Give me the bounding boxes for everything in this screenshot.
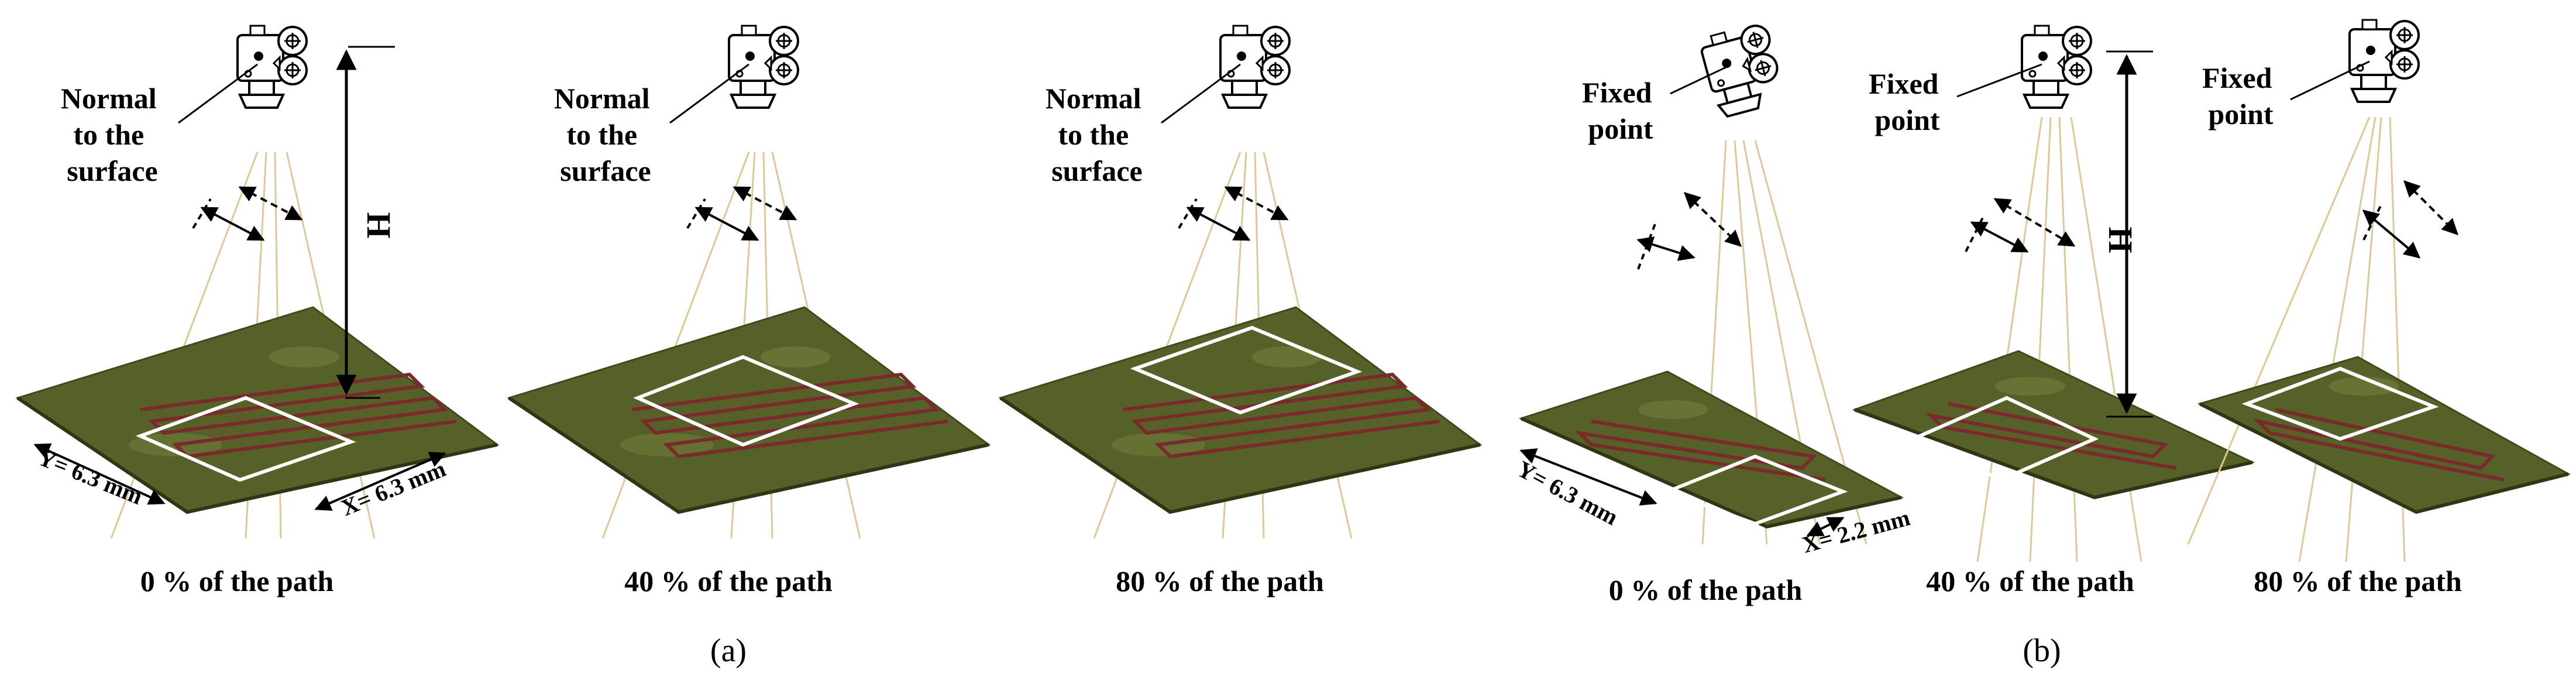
caption: 40 % of the path	[1926, 565, 2134, 597]
caption: 0 % of the path	[140, 565, 334, 597]
scan-window	[633, 355, 859, 447]
panel-a-view-3: Normal to the surface 80 % of the path	[998, 25, 1483, 597]
height-label: H	[2102, 226, 2140, 253]
callout: Normal to the surface	[61, 82, 164, 187]
scan-path	[1925, 402, 2177, 470]
scan-window	[1130, 325, 1363, 415]
light-rays	[1976, 116, 2142, 562]
surface-plane	[998, 306, 1483, 513]
camera-icon	[1697, 20, 1788, 120]
view-direction-arrows	[192, 186, 303, 241]
scan-path	[1123, 372, 1440, 459]
callout-line	[2290, 60, 2370, 101]
camera-icon	[236, 25, 308, 109]
light-rays	[2187, 116, 2406, 562]
panel-a-view-2: Normal to the surface 40 % of the path	[507, 25, 991, 597]
view-direction-arrows	[2362, 180, 2458, 259]
callout: Normal to the surface	[1045, 82, 1148, 187]
camera-icon	[1219, 25, 1291, 109]
callout: Fixed point	[1869, 67, 1946, 136]
scan-window	[1908, 396, 2099, 482]
surface-plane	[507, 306, 991, 513]
view-direction-arrows	[686, 186, 797, 241]
panel-b-view-1: Fixed point Y= 6.3 mm X= 2.2 mm 0 % of t…	[1513, 20, 1913, 606]
scan-path	[2252, 408, 2505, 482]
callout: Fixed point	[2202, 61, 2279, 130]
panel-a-view-1: Normal to the surface H Y= 6.3 mm X= 6.3…	[15, 25, 500, 597]
callout-line	[1670, 66, 1726, 95]
panel-label-a: (a)	[710, 633, 747, 669]
scan-window	[2241, 366, 2439, 441]
scan-window	[1662, 454, 1848, 526]
height-dimension: H	[2102, 50, 2153, 418]
callout: Fixed point	[1582, 76, 1659, 145]
callout-line	[669, 63, 749, 124]
panel-b-view-2: Fixed point H 40 % of the path	[1852, 25, 2255, 597]
light-rays	[1701, 140, 1867, 545]
callout: Normal to the surface	[554, 82, 657, 187]
scan-path	[631, 372, 948, 459]
caption: 80 % of the path	[1116, 565, 1324, 597]
view-direction-arrows	[1965, 198, 2076, 253]
camera-icon	[2348, 19, 2420, 103]
view-direction-arrows	[1178, 186, 1289, 241]
scan-path	[140, 372, 457, 459]
camera-icon	[728, 25, 799, 109]
camera-icon	[2021, 25, 2092, 109]
scan-window	[135, 396, 356, 482]
svg-text:Y= 6.3 mm: Y= 6.3 mm	[1513, 455, 1622, 530]
height-dimension: H	[336, 46, 398, 399]
height-label: H	[360, 212, 398, 238]
view-direction-arrows	[1636, 192, 1742, 270]
callout-line	[1956, 63, 2042, 98]
callout-line	[178, 63, 258, 124]
caption: 40 % of the path	[624, 565, 833, 597]
panel-label-b: (b)	[2023, 633, 2061, 669]
caption: 80 % of the path	[2254, 565, 2462, 597]
caption: 0 % of the path	[1609, 573, 1803, 606]
panel-b-view-3: Fixed point 80 % of the path	[2187, 19, 2571, 597]
callout-line	[1161, 63, 1241, 124]
